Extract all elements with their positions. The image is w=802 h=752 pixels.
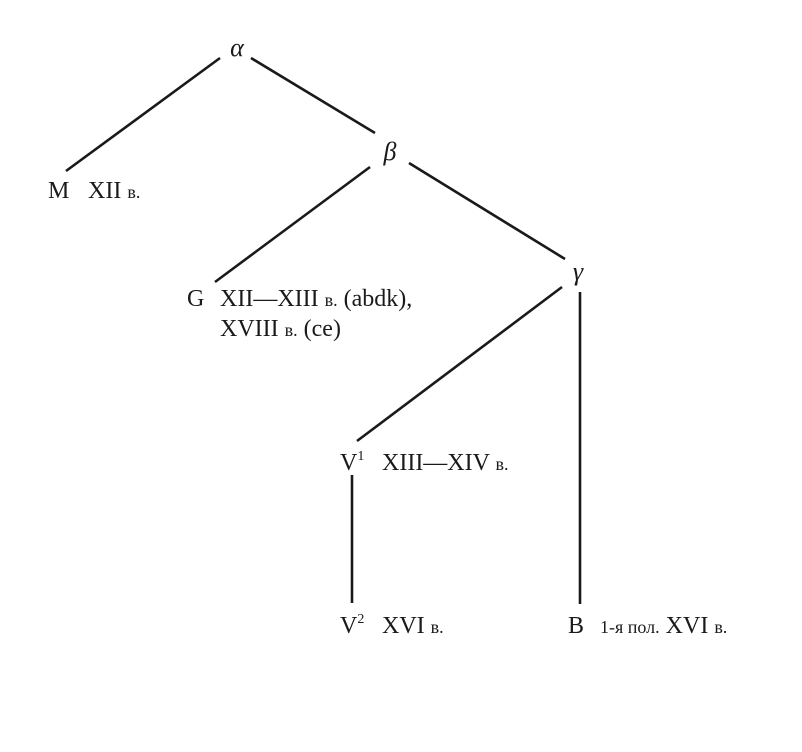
node-gamma: γ xyxy=(573,257,584,286)
date-G-unit2: в. xyxy=(285,320,298,340)
date-G-century1: XII—XIII xyxy=(220,286,319,312)
date-M-century: XII xyxy=(88,178,121,204)
date-V2: XVI в. xyxy=(382,613,444,639)
date-B-century: XVI xyxy=(666,613,709,639)
node-V2: V2 XVI в. xyxy=(340,612,444,639)
siglum-V1-letter: V xyxy=(340,450,358,476)
date-G-note2: (ce) xyxy=(304,316,341,342)
siglum-V2: V2 xyxy=(340,612,364,639)
date-M-unit: в. xyxy=(127,182,140,202)
siglum-B: B xyxy=(568,613,584,639)
node-G: G XII—XIII в. (abdk), XVIII в. (ce) xyxy=(187,286,412,342)
edge-beta-gamma xyxy=(408,161,566,261)
node-M: M XII в. xyxy=(48,178,140,204)
date-B-unit: в. xyxy=(714,617,727,637)
date-B: 1-я пол. XVI в. xyxy=(600,613,727,639)
date-G-century2: XVIII xyxy=(220,316,279,342)
siglum-V2-letter: V xyxy=(340,613,358,639)
node-beta: β xyxy=(383,137,397,166)
siglum-V1: V1 xyxy=(340,449,364,476)
date-V2-unit: в. xyxy=(431,617,444,637)
edge-alpha-beta xyxy=(250,56,376,135)
date-G-note1: (abdk), xyxy=(344,286,413,312)
siglum-M: M xyxy=(48,178,69,204)
edge-gamma-V1 xyxy=(356,285,563,443)
date-V1: XIII—XIV в. xyxy=(382,450,509,476)
date-V1-century: XIII—XIV xyxy=(382,450,491,476)
date-B-prefix: 1-я пол. xyxy=(600,617,660,637)
date-G-unit1: в. xyxy=(325,290,338,310)
date-V1-unit: в. xyxy=(496,454,509,474)
node-alpha: α xyxy=(230,33,245,62)
date-V2-century: XVI xyxy=(382,613,425,639)
siglum-V2-sup: 2 xyxy=(357,612,364,627)
edge-alpha-M xyxy=(65,56,221,173)
node-B: B 1-я пол. XVI в. xyxy=(568,613,727,639)
siglum-V1-sup: 1 xyxy=(357,449,364,464)
siglum-G: G xyxy=(187,286,204,312)
date-G-line2: XVIII в. (ce) xyxy=(220,316,341,342)
date-M: XII в. xyxy=(88,178,140,204)
edge-beta-G xyxy=(214,165,371,284)
node-V1: V1 XIII—XIV в. xyxy=(340,449,509,476)
date-G-line1: XII—XIII в. (abdk), xyxy=(220,286,412,312)
